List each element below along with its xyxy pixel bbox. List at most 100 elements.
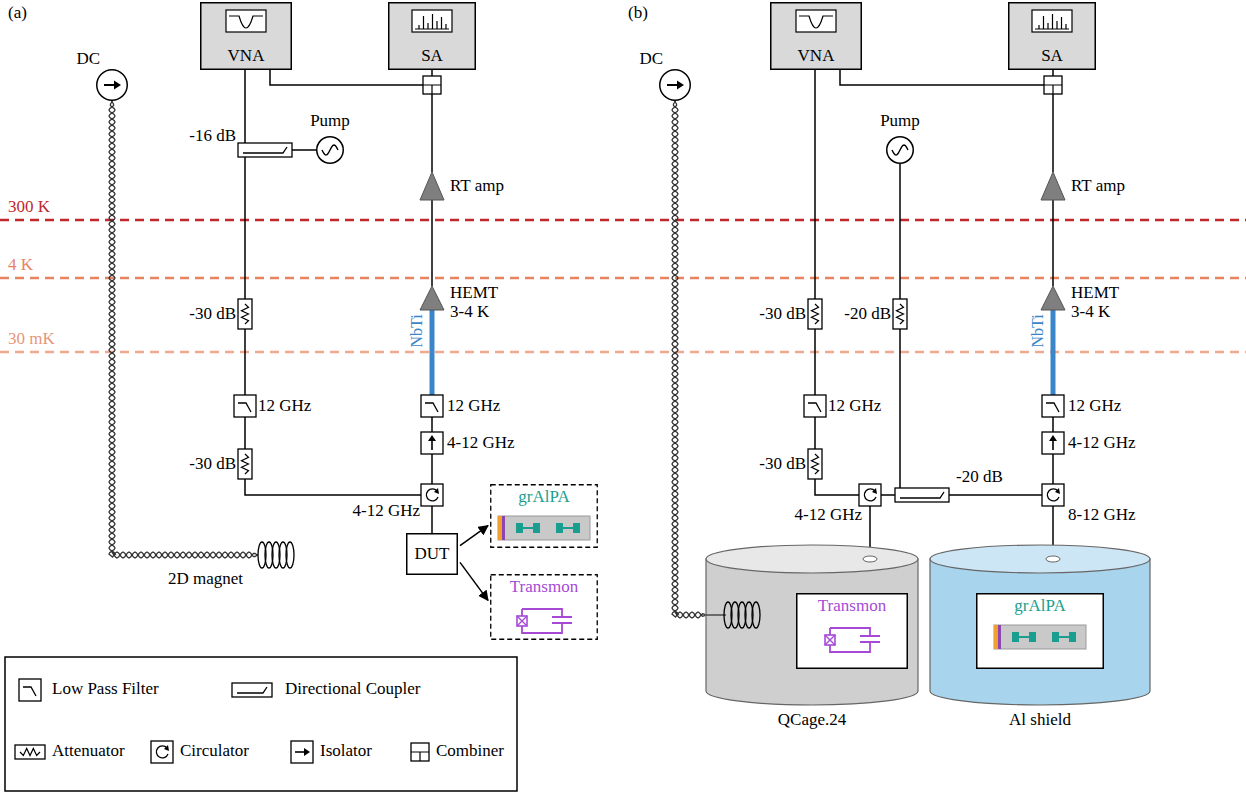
box-outline xyxy=(407,534,458,575)
node-label: DC xyxy=(639,50,663,69)
isolator-symbol xyxy=(1042,432,1064,454)
circulator-symbol xyxy=(421,484,443,506)
twisted-pair-strand xyxy=(109,101,258,558)
attenuator-body xyxy=(893,299,907,329)
amplifier-chain-wire xyxy=(1052,200,1054,286)
filter-body xyxy=(234,395,256,417)
coil-lead xyxy=(706,614,726,615)
node-outline xyxy=(420,172,444,200)
legend-entry: Combiner xyxy=(436,742,504,761)
node-label: RT amp xyxy=(450,177,504,196)
coax-wire xyxy=(270,70,432,85)
node-label: DUT xyxy=(415,545,450,564)
dut-box: DUT xyxy=(406,533,458,575)
coil-winding xyxy=(286,542,294,568)
isolator-symbol xyxy=(421,432,443,454)
attenuator-zigzag xyxy=(242,304,249,324)
panel-letter: (a) xyxy=(8,4,27,23)
coax-wire xyxy=(815,70,1053,495)
attenuator-symbol xyxy=(893,299,907,329)
temperature-line xyxy=(0,351,1246,354)
amplifier-triangle xyxy=(1041,286,1065,310)
circulator-body xyxy=(859,484,881,506)
sa-spectrum xyxy=(1035,14,1069,29)
resonator-pad xyxy=(1029,632,1036,642)
filter-response xyxy=(425,403,438,412)
coax-wire xyxy=(1052,395,1054,559)
instrument-screen xyxy=(1032,10,1072,32)
node-label: grAlPA xyxy=(1014,597,1065,616)
dc-arrowhead xyxy=(114,81,121,90)
vna-trace xyxy=(229,16,263,28)
source-circle xyxy=(887,137,914,164)
isolator-symbol xyxy=(291,741,313,763)
chip-substrate xyxy=(498,516,590,540)
node-label: Transmon xyxy=(818,597,886,616)
rt-amplifier: RT amp xyxy=(1041,172,1065,200)
dc-source: DC xyxy=(96,69,128,101)
coax-wire xyxy=(292,149,316,151)
isolator-band: 4-12 GHz xyxy=(447,434,515,453)
gralpa-chip: grAlPA xyxy=(976,593,1104,669)
coupling-value: -20 dB xyxy=(956,468,1003,487)
legend-entry: Low Pass Filter xyxy=(52,680,159,699)
instrument-body xyxy=(1009,3,1096,70)
low-pass-filter-symbol xyxy=(19,679,41,701)
filter-cutoff: 12 GHz xyxy=(447,397,500,416)
node-outline xyxy=(886,136,914,164)
chip-edge xyxy=(998,625,1001,649)
directional-coupler-symbol xyxy=(232,683,272,697)
coil-winding xyxy=(752,602,760,628)
resonator-wire xyxy=(1059,636,1069,638)
legend-frame xyxy=(5,657,517,791)
circulator-arrowhead xyxy=(1055,488,1060,494)
resonator-wire xyxy=(523,527,533,529)
combiner-body xyxy=(411,743,429,761)
coupler-body xyxy=(232,683,272,697)
transmon-circuit xyxy=(517,609,572,633)
isolator-arrowhead xyxy=(304,748,310,756)
instrument-screen xyxy=(796,10,836,32)
cylinder-port xyxy=(863,556,877,562)
resonator-pad xyxy=(1069,632,1076,642)
combiner-symbol xyxy=(423,76,441,94)
filter-response xyxy=(23,687,36,696)
combiner-tee xyxy=(423,85,441,94)
cable-material: NbTi xyxy=(408,314,426,347)
filter-response xyxy=(238,403,251,412)
josephson-junction xyxy=(517,616,527,626)
circulator-band: 4-12 GHz xyxy=(352,502,420,521)
circulator-arrowhead xyxy=(434,488,439,494)
attenuation-value: -20 dB xyxy=(844,305,891,324)
nbti-cable xyxy=(1051,310,1056,395)
transmon-chip: Transmon xyxy=(796,593,908,669)
isolator-arrow xyxy=(431,440,433,450)
legend-entry: Directional Coupler xyxy=(285,680,421,699)
al-shield-cylinder: Al shieldgrAlPA xyxy=(930,545,1150,705)
circulator-arc xyxy=(864,489,876,501)
node-label: VNA xyxy=(798,47,835,66)
attenuator-symbol xyxy=(238,299,252,329)
gralpa-option: grAlPA xyxy=(490,484,598,548)
low-pass-filter-symbol xyxy=(234,395,256,417)
circulator-arrowhead xyxy=(872,488,877,494)
isolator-arrowhead xyxy=(1049,435,1057,441)
coax-wire xyxy=(840,70,1053,85)
resonator-pad xyxy=(1052,632,1059,642)
node-outline xyxy=(1041,172,1065,200)
attenuator-symbol xyxy=(808,449,822,479)
transmon-wire xyxy=(830,628,880,652)
attenuator-body xyxy=(238,449,252,479)
node-outline xyxy=(96,69,128,101)
sa-spectrum xyxy=(415,14,449,29)
node-label: VNA xyxy=(228,47,265,66)
filter-body xyxy=(1042,395,1064,417)
circulator-body xyxy=(1042,484,1064,506)
box-outline xyxy=(977,594,1104,669)
circulator-symbol xyxy=(151,741,173,763)
circulator-arc xyxy=(156,746,168,758)
vna-trace xyxy=(799,16,833,28)
attenuator-body xyxy=(808,299,822,329)
coupling-value: -16 dB xyxy=(189,127,236,146)
attenuation-value: -30 dB xyxy=(759,455,806,474)
